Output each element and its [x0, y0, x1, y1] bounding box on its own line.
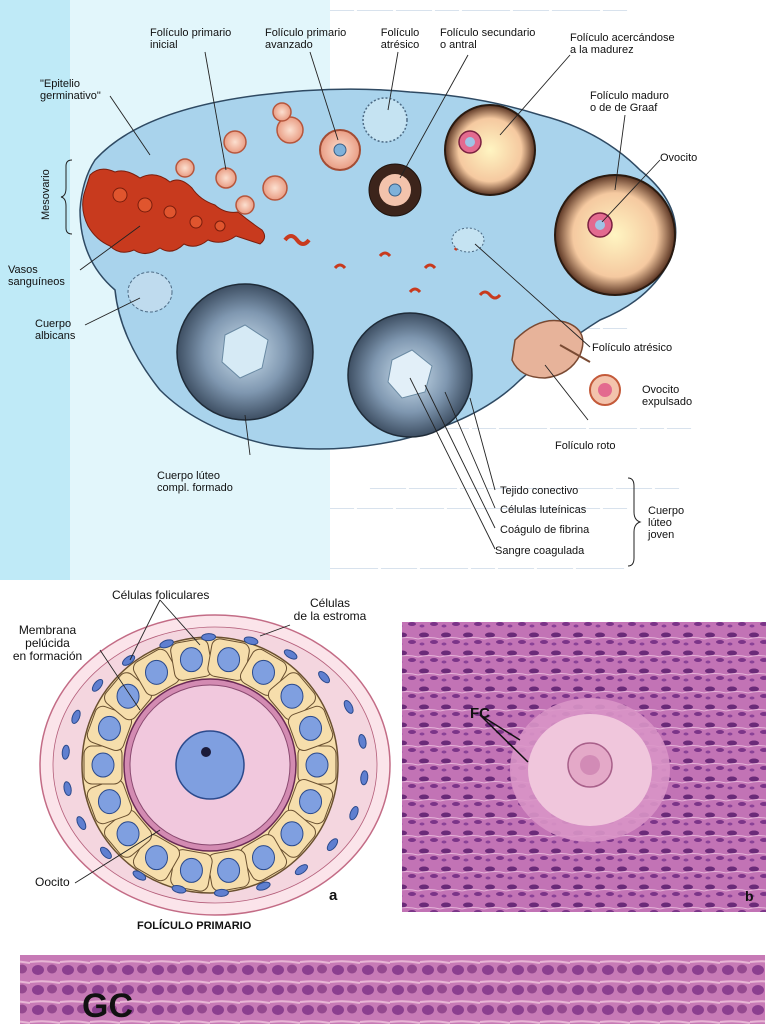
stroma-cell [61, 744, 70, 760]
label-graaf: Folículo maduro o de de Graaf [590, 90, 669, 114]
label-vessels: Vasos sanguíneos [8, 264, 65, 288]
label-primary-advanced: Folículo primario avanzado [265, 27, 347, 51]
label-fibrin-clot: Coágulo de fibrina [500, 524, 590, 536]
follicular-cell-nucleus [116, 821, 140, 847]
maturing-follicle [444, 104, 536, 196]
stroma-cell [201, 633, 217, 642]
label-luteal-cells: Células luteínicas [500, 504, 587, 516]
stroma-cell [283, 649, 298, 660]
follicular-cell-nucleus [252, 845, 275, 871]
label-germinal-epithelium: "Epitelio germinativo" [40, 78, 101, 102]
caption-primary-follicle: FOLÍCULO PRIMARIO [137, 920, 252, 932]
stroma-cell [91, 678, 104, 692]
pf-leader-lines [74, 599, 291, 884]
stroma-cell [71, 709, 81, 724]
follicular-cell-nucleus [179, 647, 203, 673]
atretic-follicle-right [451, 227, 485, 253]
mesovario-bracket [60, 159, 73, 235]
follicular-cell-nucleus [217, 647, 241, 673]
stroma-cell [76, 816, 87, 831]
follicular-cell-nucleus [280, 821, 304, 847]
leader-lines [79, 51, 661, 550]
stroma-cell [122, 654, 136, 666]
corpus-luteum-bracket [627, 477, 642, 567]
follicular-cell-nucleus [97, 789, 121, 815]
label-stroma-cells: Células de la estroma [293, 596, 367, 623]
label-albicans: Cuerpo albicans [35, 318, 76, 342]
label-fc: FC [470, 705, 490, 722]
label-clotted-blood: Sangre coagulada [495, 545, 585, 557]
follicular-cell-nucleus [116, 683, 140, 709]
stroma-cell [243, 636, 259, 646]
stroma-cell [256, 881, 271, 891]
histology-photo-gc [0, 940, 768, 1024]
label-atretic-top: Folículo atrésico [380, 27, 420, 51]
stroma-cell [171, 884, 187, 894]
label-oocyte-top: Ovocito [660, 152, 698, 164]
corpus-albicans [127, 271, 173, 313]
blood-vessels [82, 168, 502, 300]
follicular-cell-nucleus [145, 845, 168, 871]
panel-letter-b: b [745, 888, 754, 904]
graaf-follicle [554, 174, 676, 296]
stroma-cell [100, 846, 112, 860]
stroma-cell [318, 670, 330, 684]
follicular-cell-nucleus [145, 659, 168, 685]
stroma-cell [213, 888, 229, 897]
follicular-cell-nucleus [280, 683, 304, 709]
label-expelled-oocyte: Ovocito expulsado [642, 384, 693, 408]
primary-follicles [175, 102, 304, 215]
follicular-cell-nucleus [97, 715, 121, 741]
label-connective: Tejido conectivo [500, 485, 579, 497]
stroma-cell [343, 699, 354, 714]
stroma-cell [358, 733, 367, 749]
label-atretic-right: Folículo atrésico [592, 342, 673, 354]
follicular-cell-nucleus [252, 659, 275, 685]
histology-photo-b [400, 580, 768, 940]
label-pellucid: Membrana pelúcida en formación [12, 623, 83, 663]
follicular-cell-nucleus [91, 752, 115, 778]
follicular-cell-nucleus [217, 857, 241, 883]
stroma-cell [294, 864, 308, 876]
stroma-cell [360, 770, 369, 786]
stroma-cell [63, 781, 72, 797]
atretic-follicle-top [362, 97, 408, 143]
label-oocyte-pf: Oocito [35, 875, 70, 889]
panel-letter-a: a [329, 887, 338, 904]
stroma-cell [132, 870, 147, 881]
label-follicular-cells: Células foliculares [112, 588, 210, 602]
label-gc: GC [82, 987, 133, 1024]
label-luteum-complete: Cuerpo lúteo compl. formado [157, 470, 233, 494]
follicular-cell-nucleus [179, 857, 203, 883]
primary-follicle-drawing [0, 580, 400, 940]
label-maturing: Folículo acercándose a la madurez [570, 32, 675, 56]
follicular-cell-nucleus [299, 789, 323, 815]
label-secondary: Folículo secundario o antral [440, 27, 536, 51]
oocyte-nucleus [175, 730, 245, 800]
stroma-cell [326, 838, 339, 852]
follicular-cell-nucleus [299, 715, 323, 741]
label-primary-initial: Folículo primario inicial [150, 27, 232, 51]
label-mesovarium: Mesovario [40, 169, 52, 220]
follicular-cell-nucleus [305, 752, 329, 778]
ruptured-follicle [511, 319, 584, 379]
label-ruptured: Folículo roto [555, 440, 616, 452]
stroma-cell [349, 806, 359, 821]
stroma-cell [159, 639, 174, 649]
ovary-diagram [0, 0, 677, 580]
label-young-luteum: Cuerpo lúteo joven [648, 505, 685, 541]
